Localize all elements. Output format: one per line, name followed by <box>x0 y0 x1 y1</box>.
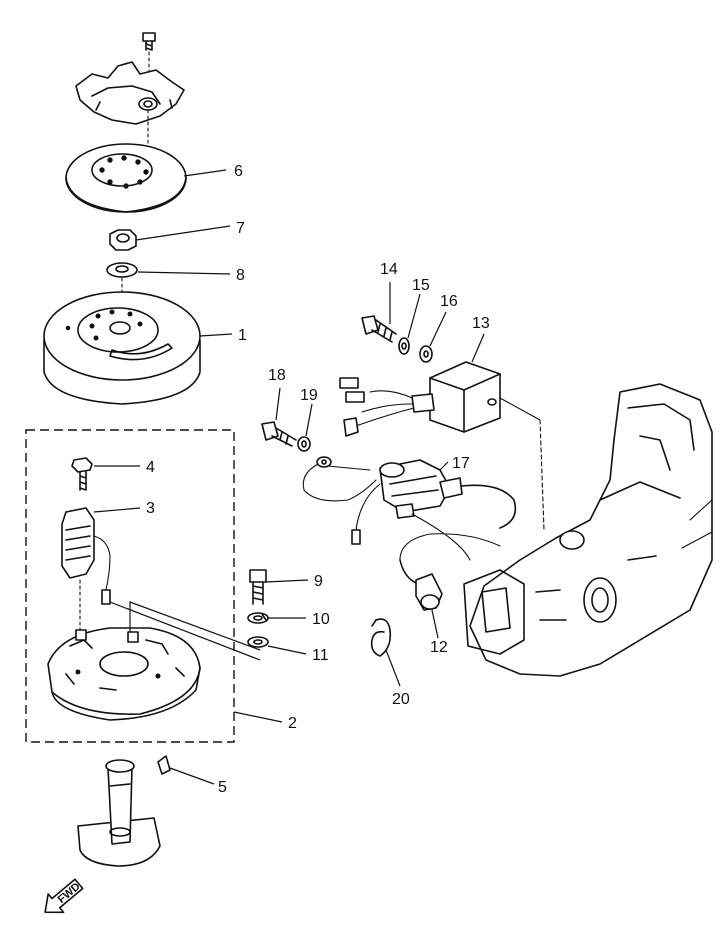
woodruff-key-5 <box>157 755 171 775</box>
label-6: 6 <box>234 163 243 180</box>
top-screw <box>142 32 156 51</box>
ground-wire <box>302 456 381 545</box>
bolt-9 <box>249 569 267 605</box>
label-15: 15 <box>412 277 430 294</box>
ignition-coil-17 <box>379 459 517 529</box>
washer-11 <box>247 636 269 648</box>
label-16: 16 <box>440 293 458 310</box>
label-14: 14 <box>380 261 398 278</box>
label-20: 20 <box>392 691 410 708</box>
label-3: 3 <box>146 500 155 517</box>
lockwasher-10 <box>247 612 269 624</box>
label-4: 4 <box>146 459 155 476</box>
plug-cap-12 <box>399 513 501 611</box>
bolt-14 <box>361 315 397 343</box>
starter-pulley <box>75 61 185 125</box>
cdi-unit-13 <box>339 361 501 437</box>
stator-plate <box>47 627 201 721</box>
plate-6 <box>65 143 187 213</box>
bolt-18 <box>261 421 297 447</box>
lockwasher-15 <box>398 337 410 355</box>
crankshaft <box>77 759 161 867</box>
label-11: 11 <box>312 647 329 664</box>
label-18: 18 <box>268 367 286 384</box>
label-10: 10 <box>312 611 330 628</box>
charge-coil-3 <box>61 507 111 605</box>
label-13: 13 <box>472 315 490 332</box>
label-8: 8 <box>236 267 245 284</box>
washer-16 <box>419 345 433 363</box>
label-7: 7 <box>236 220 245 237</box>
engine-block <box>463 383 713 677</box>
washer-8 <box>106 262 138 278</box>
label-1: 1 <box>238 327 247 344</box>
screw-4 <box>71 457 93 491</box>
label-2: 2 <box>288 715 297 732</box>
label-9: 9 <box>314 573 323 590</box>
label-17: 17 <box>452 455 470 472</box>
fwd-arrow: FWD <box>44 878 84 914</box>
label-12: 12 <box>430 639 448 656</box>
clip-20 <box>370 618 392 657</box>
washer-19 <box>297 436 311 452</box>
flywheel-1 <box>43 291 201 405</box>
assembly-box-2 <box>25 429 235 743</box>
label-19: 19 <box>300 387 318 404</box>
nut-7 <box>109 229 137 251</box>
label-5: 5 <box>218 779 227 796</box>
